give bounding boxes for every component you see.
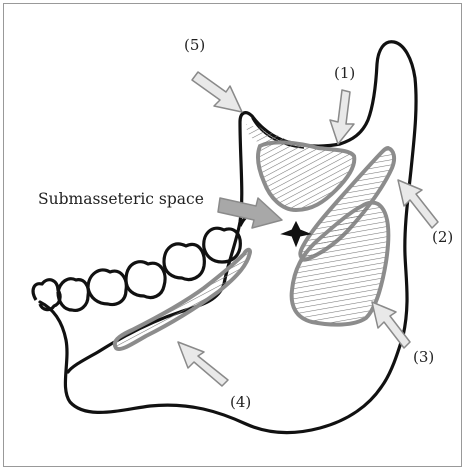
label-1: (1) <box>334 64 355 82</box>
arrow-1 <box>330 90 354 144</box>
arrow-2 <box>398 180 438 228</box>
teeth-row <box>33 215 252 310</box>
arrow-4 <box>178 342 228 386</box>
arrow-5 <box>192 72 242 112</box>
submasseteric-arrow <box>218 198 282 228</box>
label-4: (4) <box>230 393 251 411</box>
region-5-hatched <box>246 124 300 145</box>
label-5: (5) <box>184 36 205 54</box>
region-4-hatched <box>115 250 250 349</box>
label-3: (3) <box>413 348 434 366</box>
label-2: (2) <box>432 228 453 246</box>
label-submasseteric-space: Submasseteric space <box>38 190 204 208</box>
